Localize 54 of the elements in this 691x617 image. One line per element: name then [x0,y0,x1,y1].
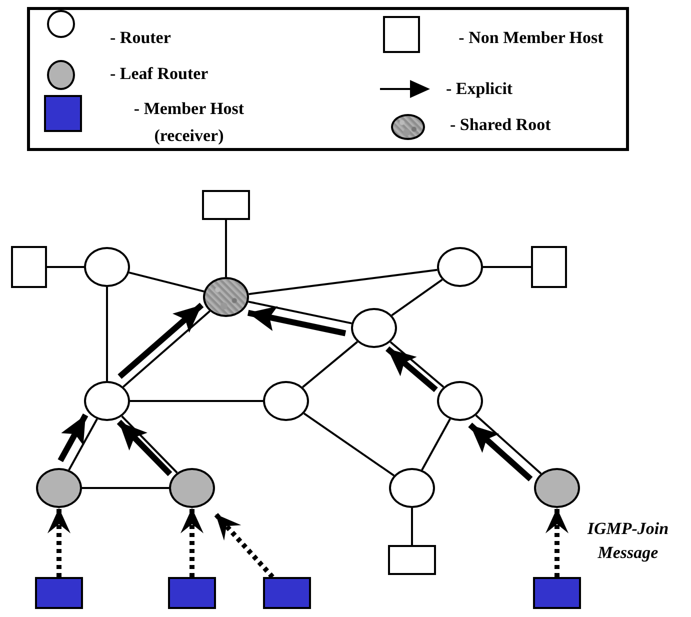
router-node [351,308,397,348]
shared-root-node [203,277,249,317]
link-line [121,416,178,474]
non-member-host-box [531,246,567,288]
link-line [303,412,395,476]
legend-label: - Member Host (receiver) [132,98,246,147]
link-line [68,418,98,470]
link-line [421,418,451,470]
router-node [437,247,483,287]
legend-label: - Shared Root [450,114,552,136]
explicit-join-arrow [468,422,533,482]
non-member-host-box [202,190,250,220]
link-line [390,341,444,388]
explicit-join-arrow [247,306,346,336]
link-line [475,414,542,474]
router-node [389,468,435,508]
link-line [248,300,352,324]
router-node [437,381,483,421]
non-member-host-box [388,545,436,575]
link-line [302,341,358,388]
leaf-router-node [534,468,580,508]
igmp-join-arrow [47,508,71,577]
member-host-box [168,577,216,609]
legend-label: - Router [110,27,172,49]
legend-label: - Leaf Router [110,63,210,85]
leaf-router-node [36,468,82,508]
link-line [411,508,413,545]
link-line [128,272,204,292]
igmp-join-arrow [545,508,569,577]
router-node [84,381,130,421]
link-line [122,310,210,388]
member-host-box [263,577,311,609]
member-host-box [533,577,581,609]
legend-label: - Explicit [446,78,514,100]
link-line [248,268,438,296]
explicit-join-arrow [116,420,172,476]
link-line [391,278,443,316]
link-line [82,487,169,489]
legend-label: - Non Member Host [458,27,604,49]
explicit-join-arrow [118,302,204,379]
link-line [130,400,263,402]
router-node [263,381,309,421]
explicit-join-arrow [58,414,88,462]
non-member-host-box [11,246,47,288]
igmp-join-arrow [214,512,274,579]
link-line [106,287,108,381]
link-line [483,266,531,268]
router-node [84,247,130,287]
igmp-join-arrow [180,508,204,577]
member-host-box [35,577,83,609]
leaf-router-node [169,468,215,508]
link-line [225,220,227,277]
explicit-join-arrow [386,346,438,392]
link-line [47,266,84,268]
